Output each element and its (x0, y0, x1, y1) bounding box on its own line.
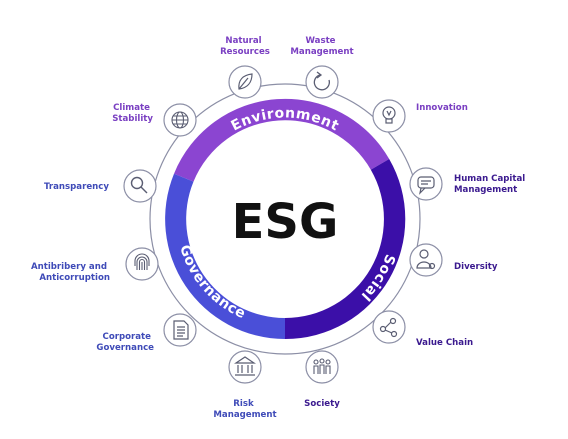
environment-segment (174, 98, 390, 182)
waste-management-label: Waste Management (290, 36, 353, 57)
climate-stability-node (163, 103, 197, 137)
diversity-label: Diversity (454, 262, 498, 272)
innovation-node (372, 99, 406, 133)
transparency-label: Transparency (44, 182, 109, 192)
share-nodes-icon (379, 317, 398, 338)
leaf-icon (238, 73, 253, 90)
society-node (305, 350, 339, 384)
diversity-node (409, 243, 443, 277)
transparency-node (123, 169, 157, 203)
climate-stability-label: Climate Stability (112, 103, 153, 124)
innovation-label: Innovation (416, 103, 468, 113)
governance-segment (165, 173, 285, 339)
chat-bubble-icon (417, 176, 435, 195)
human-capital-label: Human Capital Management (454, 174, 528, 195)
value-chain-node (372, 310, 406, 344)
globe-icon (171, 111, 189, 129)
natural-resources-node (228, 65, 262, 99)
social-segment (285, 159, 406, 340)
risk-management-node (228, 350, 262, 384)
value-chain-label: Value Chain (416, 338, 473, 348)
orbit-ring (149, 83, 421, 355)
natural-resources-label: Natural Resources (220, 36, 270, 57)
fingerprint-icon (134, 253, 150, 270)
corporate-governance-node (163, 313, 197, 347)
bank-building-icon (234, 356, 256, 376)
lightbulb-icon (382, 106, 396, 124)
waste-management-node (305, 65, 339, 99)
people-group-icon (313, 358, 331, 374)
risk-management-label: Risk Management (213, 399, 276, 420)
human-capital-node (409, 167, 443, 201)
document-icon (173, 320, 189, 340)
person-icon (416, 249, 436, 270)
antibribery-label: Antibribery and Anticorruption (31, 262, 110, 283)
center-title: ESG (232, 194, 339, 250)
recycle-icon (313, 71, 330, 91)
society-label: Society (304, 399, 340, 409)
corporate-governance-label: Corporate Governance (96, 332, 154, 353)
antibribery-node (125, 247, 159, 281)
search-icon (130, 176, 148, 194)
